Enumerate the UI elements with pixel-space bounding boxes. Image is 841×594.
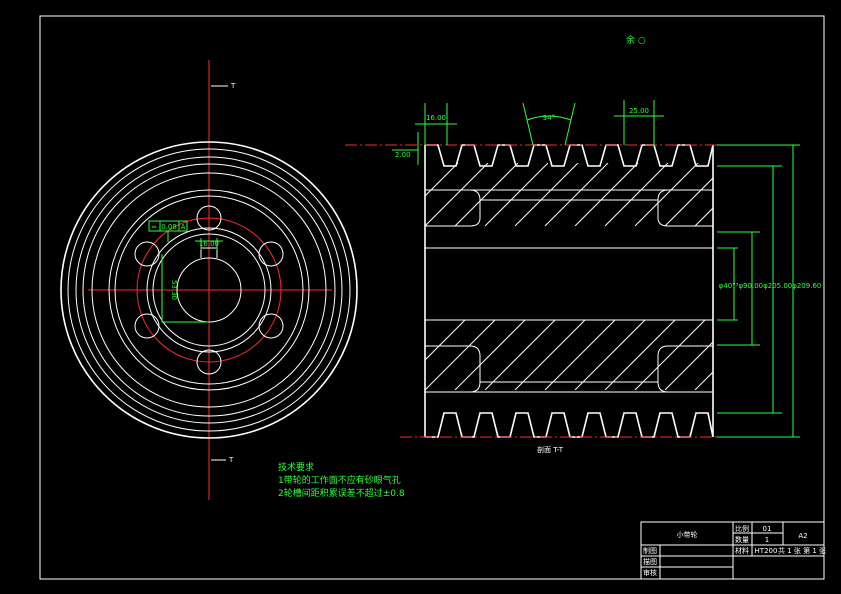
tb-scale-value: 01 <box>763 525 772 533</box>
section-label: 剖面 T-T <box>537 445 564 454</box>
tb-qty-label: 数量 <box>735 535 749 544</box>
groove-angle-dim: 34° <box>543 114 555 122</box>
lightening-hole-lower-left <box>134 313 160 339</box>
groove-profile-bottom <box>425 412 714 438</box>
tolerance-value: 0.08 <box>161 223 177 231</box>
lightening-hole-lower-right <box>258 313 284 339</box>
tb-qty-value: 1 <box>765 536 769 544</box>
rim-inner-edge <box>91 172 327 408</box>
bore-dim: 53.30 <box>170 280 178 300</box>
rim-line-4 <box>82 163 336 417</box>
diameter-dims: φ40°³φ90.00φ205.00φ209.60 <box>719 282 822 290</box>
tb-material-label: 材料 <box>735 546 749 555</box>
groove-profile-top <box>425 144 714 167</box>
tb-check-label: 描图 <box>643 557 657 566</box>
bolt-circle-centerline <box>136 217 282 363</box>
lightening-hole-upper-left <box>134 241 160 267</box>
lightening-hole-upper-right <box>258 241 284 267</box>
outer-rim <box>60 141 358 439</box>
top-width-dim: 25.00 <box>629 107 649 115</box>
tb-material-value: HT200 <box>755 547 778 555</box>
hatch-bottom <box>425 320 713 390</box>
technical-notes: 技术要求 1带轮的工作面不应有砂眼气孔 2轮槽间距积累误差不超过±0.8 <box>278 461 405 499</box>
offset-dim: 2.00 <box>395 151 411 159</box>
tolerance-datum: A <box>181 223 186 231</box>
note-item-1: 1带轮的工作面不应有砂眼气孔 <box>278 474 401 486</box>
hatch-top <box>425 163 713 226</box>
section-mark-bottom: T <box>228 456 234 464</box>
pitch-dim: 16.00 <box>426 114 446 122</box>
hub-outer <box>146 227 272 353</box>
front-dimensions: 53.30 16.00 ═ 0.08 A <box>148 220 223 323</box>
section-mark-top: T <box>230 82 236 90</box>
groove-angle-arc <box>526 115 572 121</box>
tb-part-name: 小带轮 <box>677 530 698 539</box>
rim-line-3 <box>75 156 343 424</box>
note-item-2: 2轮槽间距积累误差不超过±0.8 <box>278 487 405 499</box>
title-block: 小带轮 比例 01 数量 1 A2 材料 HT200 共 1 张 第 1 张 制… <box>640 521 826 580</box>
drawing-frame <box>39 15 825 580</box>
tb-format: A2 <box>798 532 807 540</box>
web-outer-edge <box>108 189 310 391</box>
web-outer-edge-2 <box>114 195 304 385</box>
tolerance-symbol: ═ <box>151 223 157 231</box>
tb-sheet-info: 共 1 张 第 1 张 <box>778 546 826 555</box>
recess-right-top <box>657 189 713 227</box>
groove-angle-legs <box>522 102 576 146</box>
lightening-hole-bottom <box>196 349 222 375</box>
tb-scale-label: 比例 <box>735 524 749 533</box>
tb-design-label: 制图 <box>643 546 657 555</box>
recess-left-top <box>425 189 481 227</box>
lightening-hole-top <box>196 205 222 231</box>
keyway-width-dim: 16.00 <box>199 240 219 248</box>
rim-line-2 <box>67 148 351 432</box>
section-view: 16.00 34° 25.00 2.00 φ40°³φ90.00φ205.00 <box>345 100 821 454</box>
recess-right-bottom <box>657 345 713 393</box>
keyway <box>200 247 218 258</box>
hub-outer-2 <box>152 233 266 347</box>
notes-title: 技术要求 <box>278 461 314 473</box>
roughness-note: 余 ○ <box>626 34 646 46</box>
tb-review-label: 审核 <box>643 568 657 577</box>
front-view: 53.30 16.00 ═ 0.08 A T T <box>60 60 358 500</box>
recess-left-bottom <box>425 345 481 393</box>
section-dimensions: 16.00 34° 25.00 2.00 φ40°³φ90.00φ205.00 <box>392 100 822 438</box>
